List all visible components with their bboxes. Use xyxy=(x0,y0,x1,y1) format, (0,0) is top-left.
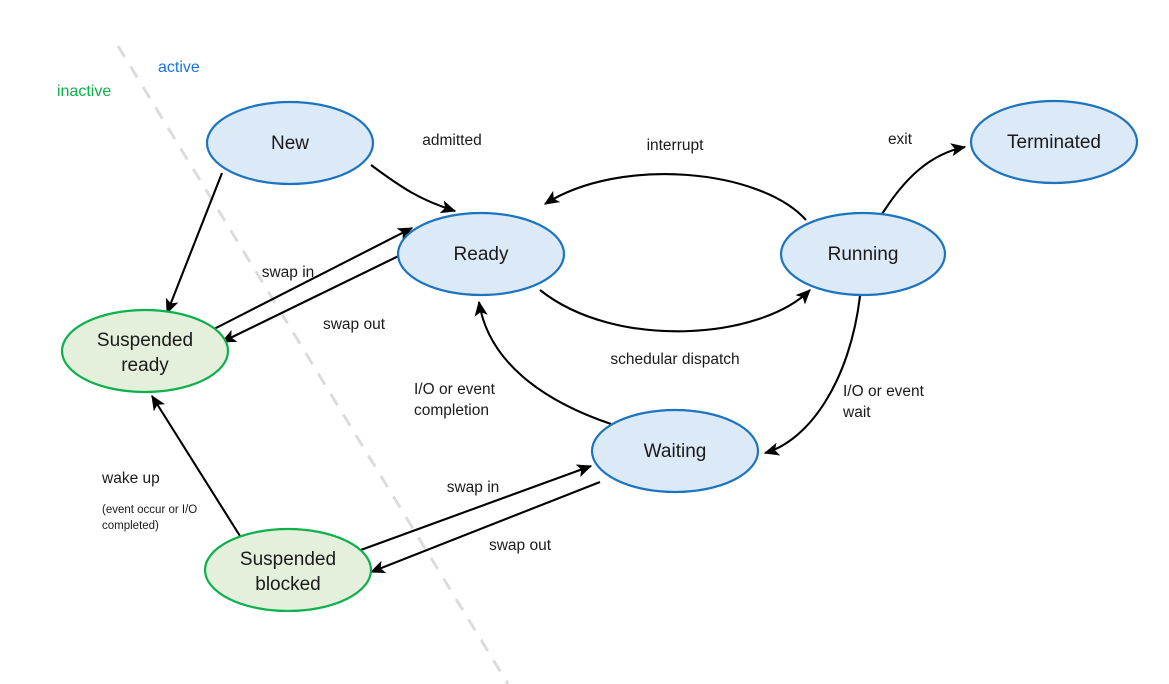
node-suspended-blocked-label-line2: blocked xyxy=(255,574,321,595)
edge-label-schedular-dispatch: schedular dispatch xyxy=(610,351,739,368)
node-running[interactable]: Running xyxy=(779,211,947,297)
node-terminated[interactable]: Terminated xyxy=(969,99,1139,185)
node-ready-shape[interactable] xyxy=(396,211,566,297)
edge-label-io-or-event-wait-line2: wait xyxy=(842,404,871,421)
edge-label-admitted: admitted xyxy=(422,132,481,149)
edge-label-io-or-event-wait-line1: I/O or event xyxy=(843,383,925,400)
edge-swap-in-waiting xyxy=(357,464,593,552)
node-suspended-ready-label-line1: Suspended xyxy=(97,330,193,351)
edge-sublabel-wake-up-line1: (event occur or I/O xyxy=(102,504,197,516)
node-ready[interactable]: Ready xyxy=(396,211,566,297)
node-terminated-label: Terminated xyxy=(1007,132,1101,153)
edge-label-wake-up: wake up xyxy=(101,470,160,487)
node-terminated-shape[interactable] xyxy=(969,99,1139,185)
legend-active-label: active xyxy=(158,59,200,76)
node-suspended-blocked-label-line1: Suspended xyxy=(240,549,336,570)
edge-label-io-or-event-completion-line1: I/O or event xyxy=(414,381,496,398)
active-inactive-divider xyxy=(116,45,510,684)
edge-swap-out-waiting xyxy=(369,481,601,574)
node-ready-label: Ready xyxy=(454,244,509,265)
node-suspended-ready-shape[interactable] xyxy=(60,308,230,394)
node-suspended-ready-label-line2: ready xyxy=(121,355,169,376)
node-new-label: New xyxy=(271,133,309,154)
node-suspended-blocked[interactable]: Suspended blocked xyxy=(203,527,373,613)
node-waiting-shape[interactable] xyxy=(590,408,760,494)
node-suspended-blocked-shape[interactable] xyxy=(203,527,373,613)
node-waiting-label: Waiting xyxy=(644,441,707,462)
edge-sublabel-wake-up-line2: completed) xyxy=(102,520,159,532)
edge-label-swap-out-ready: swap out xyxy=(323,316,386,333)
edge-exit xyxy=(881,143,967,215)
node-suspended-ready[interactable]: Suspended ready xyxy=(60,308,230,394)
edge-label-exit: exit xyxy=(888,131,913,148)
node-waiting[interactable]: Waiting xyxy=(590,408,760,494)
node-running-shape[interactable] xyxy=(779,211,947,297)
edge-wake-up xyxy=(151,394,241,537)
edge-swap-out-ready xyxy=(220,247,416,343)
edge-label-swap-in-ready: swap in xyxy=(262,264,315,281)
edge-new-to-suspended-ready xyxy=(165,172,223,315)
node-running-label: Running xyxy=(828,244,899,265)
edge-label-io-or-event-completion-line2: completion xyxy=(414,402,489,419)
edge-admitted xyxy=(370,164,457,214)
edge-swap-in-ready xyxy=(213,227,414,330)
legend-inactive-label: inactive xyxy=(57,83,111,100)
edge-interrupt xyxy=(543,173,807,221)
edge-io-or-event-completion xyxy=(474,300,612,425)
node-new[interactable]: New xyxy=(205,100,375,186)
node-new-shape[interactable] xyxy=(205,100,375,186)
edge-label-swap-out-waiting: swap out xyxy=(489,537,552,554)
edge-io-or-event-wait xyxy=(763,295,862,456)
edge-schedular-dispatch xyxy=(539,289,811,333)
edge-label-swap-in-waiting: swap in xyxy=(447,479,500,496)
edge-label-interrupt: interrupt xyxy=(647,137,705,154)
